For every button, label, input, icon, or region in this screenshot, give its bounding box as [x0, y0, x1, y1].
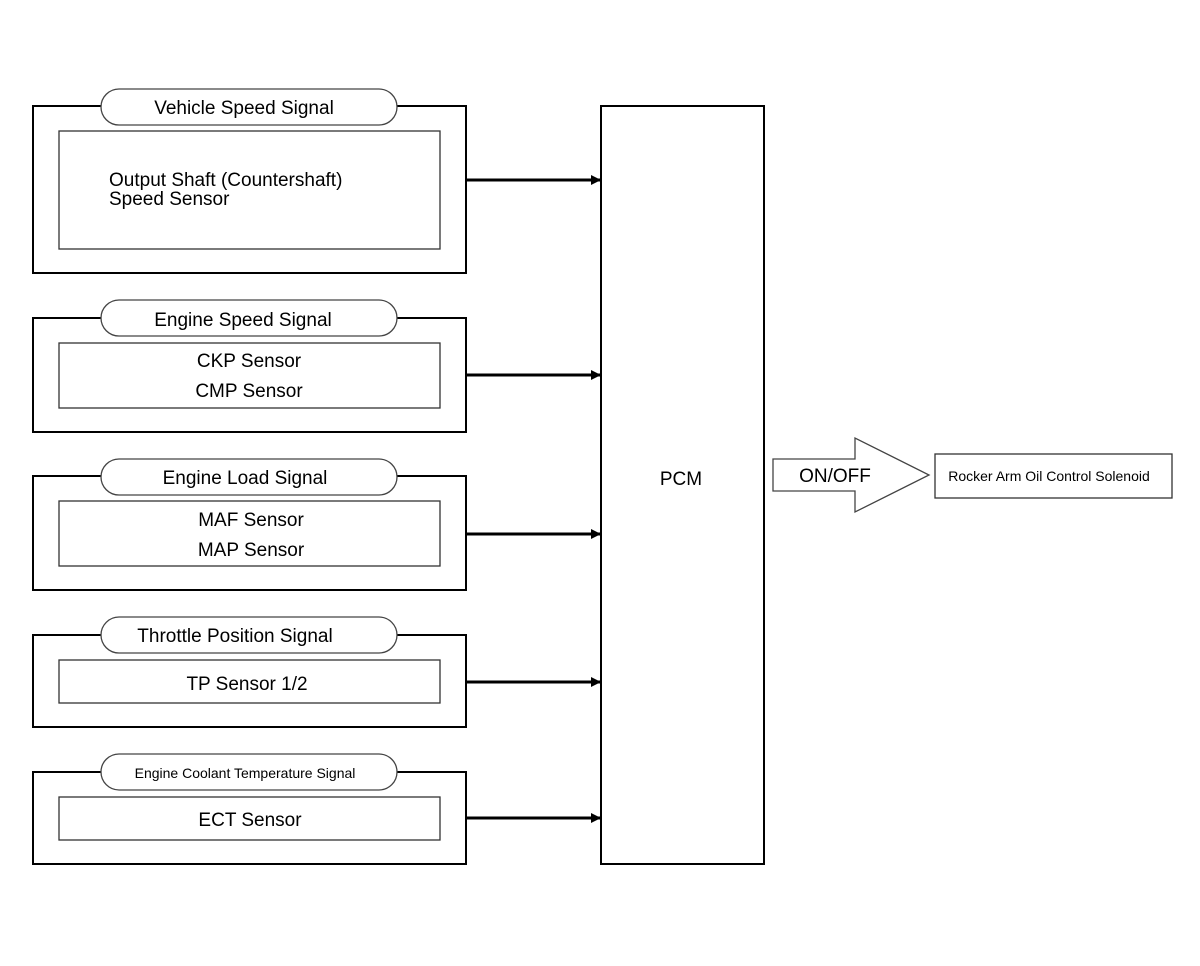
pcm-label: PCM [660, 469, 702, 490]
sensor-box [58, 659, 441, 704]
sensor-box [58, 130, 441, 250]
signal-pill [100, 458, 398, 496]
output-device: Rocker Arm Oil Control Solenoid [934, 453, 1173, 499]
signal-group-engine-load: Engine Load Signal MAF Sensor MAP Sensor [32, 458, 601, 591]
signal-pill [100, 616, 398, 654]
sensor-label-line-1: TP Sensor 1/2 [186, 674, 307, 695]
signal-group-engine-coolant-temperature: Engine Coolant Temperature Signal ECT Se… [32, 753, 601, 865]
sensor-label-line-1: CKP Sensor [197, 351, 302, 372]
signal-group-vehicle-speed: Vehicle Speed Signal Output Shaft (Count… [32, 88, 601, 274]
sensor-label-line-1: ECT Sensor [198, 810, 302, 831]
output-signal: ON/OFF [772, 436, 931, 514]
signal-group-engine-speed: Engine Speed Signal CKP Sensor CMP Senso… [32, 299, 601, 433]
signal-pill [100, 753, 398, 791]
signal-label: Vehicle Speed Signal [154, 98, 334, 119]
pcm-block: PCM [600, 105, 765, 865]
signal-pill [100, 299, 398, 337]
signal-label: Engine Speed Signal [154, 310, 331, 331]
on-off-label: ON/OFF [799, 466, 871, 487]
on-off-block-arrow [772, 436, 931, 514]
sensor-box [58, 342, 441, 409]
sensor-label-line-2: Speed Sensor [109, 189, 230, 210]
signal-pill [100, 88, 398, 126]
sensor-label-line-1: MAF Sensor [198, 510, 304, 531]
sensor-box [58, 500, 441, 567]
sensor-label-line-1: Output Shaft (Countershaft) [109, 170, 342, 191]
solenoid-label: Rocker Arm Oil Control Solenoid [948, 468, 1150, 484]
pcm-box [600, 105, 765, 865]
sensor-label-line-2: CMP Sensor [195, 381, 303, 402]
signal-label: Engine Coolant Temperature Signal [135, 765, 356, 781]
solenoid-box [934, 453, 1173, 499]
sensor-label-line-2: MAP Sensor [198, 540, 305, 561]
signal-label: Engine Load Signal [163, 468, 328, 489]
sensor-box [58, 796, 441, 841]
signal-label: Throttle Position Signal [137, 626, 332, 647]
signal-group-throttle-position: Throttle Position Signal TP Sensor 1/2 [32, 616, 601, 728]
